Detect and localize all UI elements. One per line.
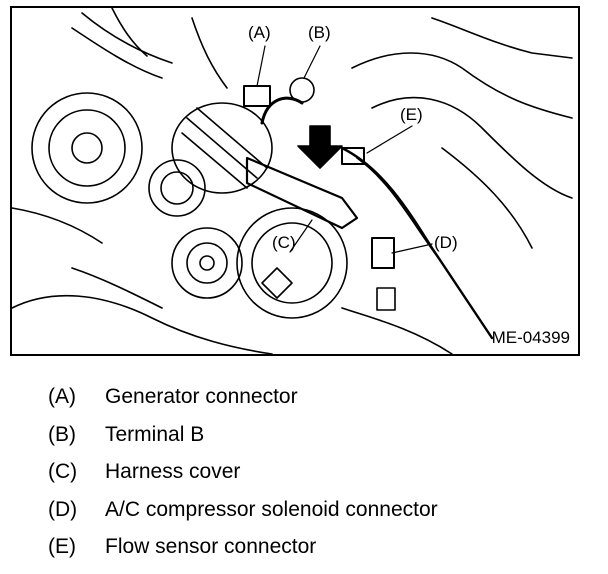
legend-key: (E) [48, 535, 76, 558]
legend-key: (B) [48, 422, 76, 446]
legend-item: (E) Flow sensor connector [48, 535, 568, 573]
legend-key: (D) [48, 497, 78, 521]
legend-text: Harness cover [105, 460, 241, 483]
legend-item: (C) Harness cover [48, 460, 568, 498]
legend-text: Flow sensor connector [105, 535, 317, 558]
engine-diagram: (A) (B) (E) (C) (D) ME-04399 [10, 6, 580, 356]
legend-item: (D) A/C compressor solenoid connector [48, 498, 568, 536]
engine-drawing [12, 8, 573, 354]
callout-b: (B) [308, 23, 331, 42]
legend-list: (A) Generator connector (B) Terminal B (… [48, 385, 568, 573]
legend-text: Terminal B [105, 422, 205, 446]
callout-c: (C) [272, 233, 296, 252]
callout-a: (A) [248, 23, 271, 42]
legend-item: (B) Terminal B [48, 423, 568, 461]
callout-e: (E) [400, 105, 423, 124]
legend-key: (C) [48, 460, 78, 483]
legend-text: A/C compressor solenoid connector [105, 497, 438, 521]
legend-key: (A) [48, 385, 76, 408]
legend-item: (A) Generator connector [48, 385, 568, 423]
figure-code: ME-04399 [491, 328, 570, 347]
legend-text: Generator connector [105, 385, 298, 408]
callout-d: (D) [434, 233, 458, 252]
